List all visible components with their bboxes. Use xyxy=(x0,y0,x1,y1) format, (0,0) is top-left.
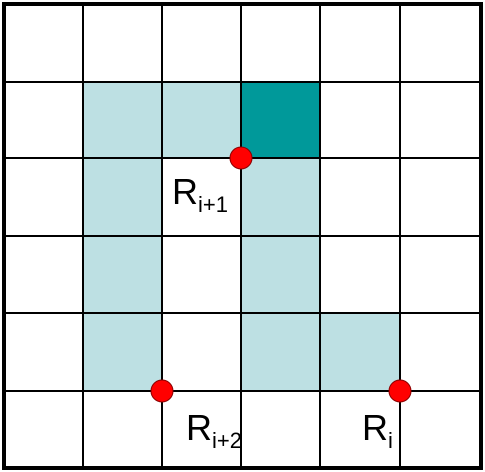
label-r-i-plus-2: Ri+2 xyxy=(186,407,242,453)
cell-light-r1-c2 xyxy=(162,82,241,158)
cell-light-r3-c1 xyxy=(83,236,162,313)
points xyxy=(150,146,412,403)
cell-light-r1-c1 xyxy=(83,82,162,158)
cell-light-r2-c1 xyxy=(83,158,162,236)
cell-light-r4-c4 xyxy=(320,313,400,391)
cell-light-r4-c1 xyxy=(83,313,162,391)
label-r-i-plus-1: Ri+1 xyxy=(172,171,228,217)
point-labels: Ri+1Ri+2 Ri xyxy=(172,171,393,453)
cell-dark-r1-c3 xyxy=(241,82,320,158)
point-r-i xyxy=(388,379,412,403)
cell-light-r3-c3 xyxy=(241,236,320,313)
point-r-i-plus-2 xyxy=(150,379,174,403)
label-r-i: Ri xyxy=(362,407,393,453)
shaded-cells xyxy=(83,82,400,391)
cell-light-r2-c3 xyxy=(241,158,320,236)
point-r-i-plus-1 xyxy=(229,146,253,170)
cell-light-r4-c3 xyxy=(241,313,320,391)
